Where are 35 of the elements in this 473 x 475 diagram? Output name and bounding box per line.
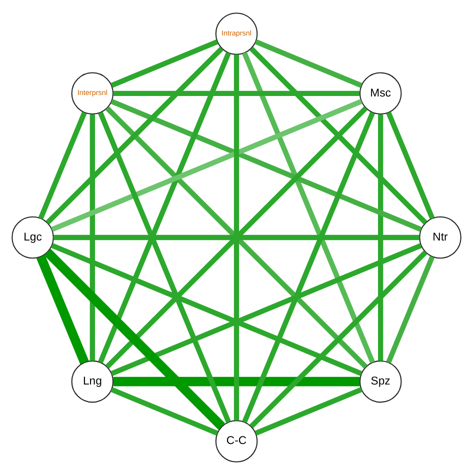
connector — [90, 114, 95, 361]
connector — [110, 39, 218, 88]
connector — [254, 387, 362, 436]
connector — [113, 376, 360, 386]
connector — [98, 112, 231, 424]
connector — [378, 114, 384, 361]
node-circle: Spz — [359, 360, 402, 403]
connector — [38, 112, 87, 220]
connector — [113, 90, 360, 96]
node-circle: Msc — [359, 72, 402, 115]
connector — [36, 254, 89, 364]
connector — [110, 98, 422, 232]
connector — [242, 112, 375, 424]
connector — [249, 250, 428, 428]
connector — [44, 248, 225, 430]
connector — [110, 387, 218, 436]
node-circle: Lgc — [12, 216, 54, 259]
connector — [98, 52, 231, 364]
connector — [234, 54, 240, 421]
connector — [254, 39, 362, 88]
connector — [53, 234, 420, 240]
node-circle: Intraprsnl — [215, 12, 258, 55]
node-circle: Lng — [71, 360, 114, 403]
connector — [386, 256, 435, 364]
connector — [110, 243, 422, 376]
node-circle: Interprsnl — [71, 72, 114, 115]
connector — [105, 106, 368, 369]
node-circle: Ntr — [419, 216, 462, 259]
connector — [386, 112, 435, 220]
connector — [242, 52, 375, 364]
connector — [50, 98, 362, 232]
connector — [50, 243, 362, 376]
connector — [249, 46, 428, 225]
connector — [46, 46, 224, 225]
node-circle: C-C — [215, 420, 258, 462]
